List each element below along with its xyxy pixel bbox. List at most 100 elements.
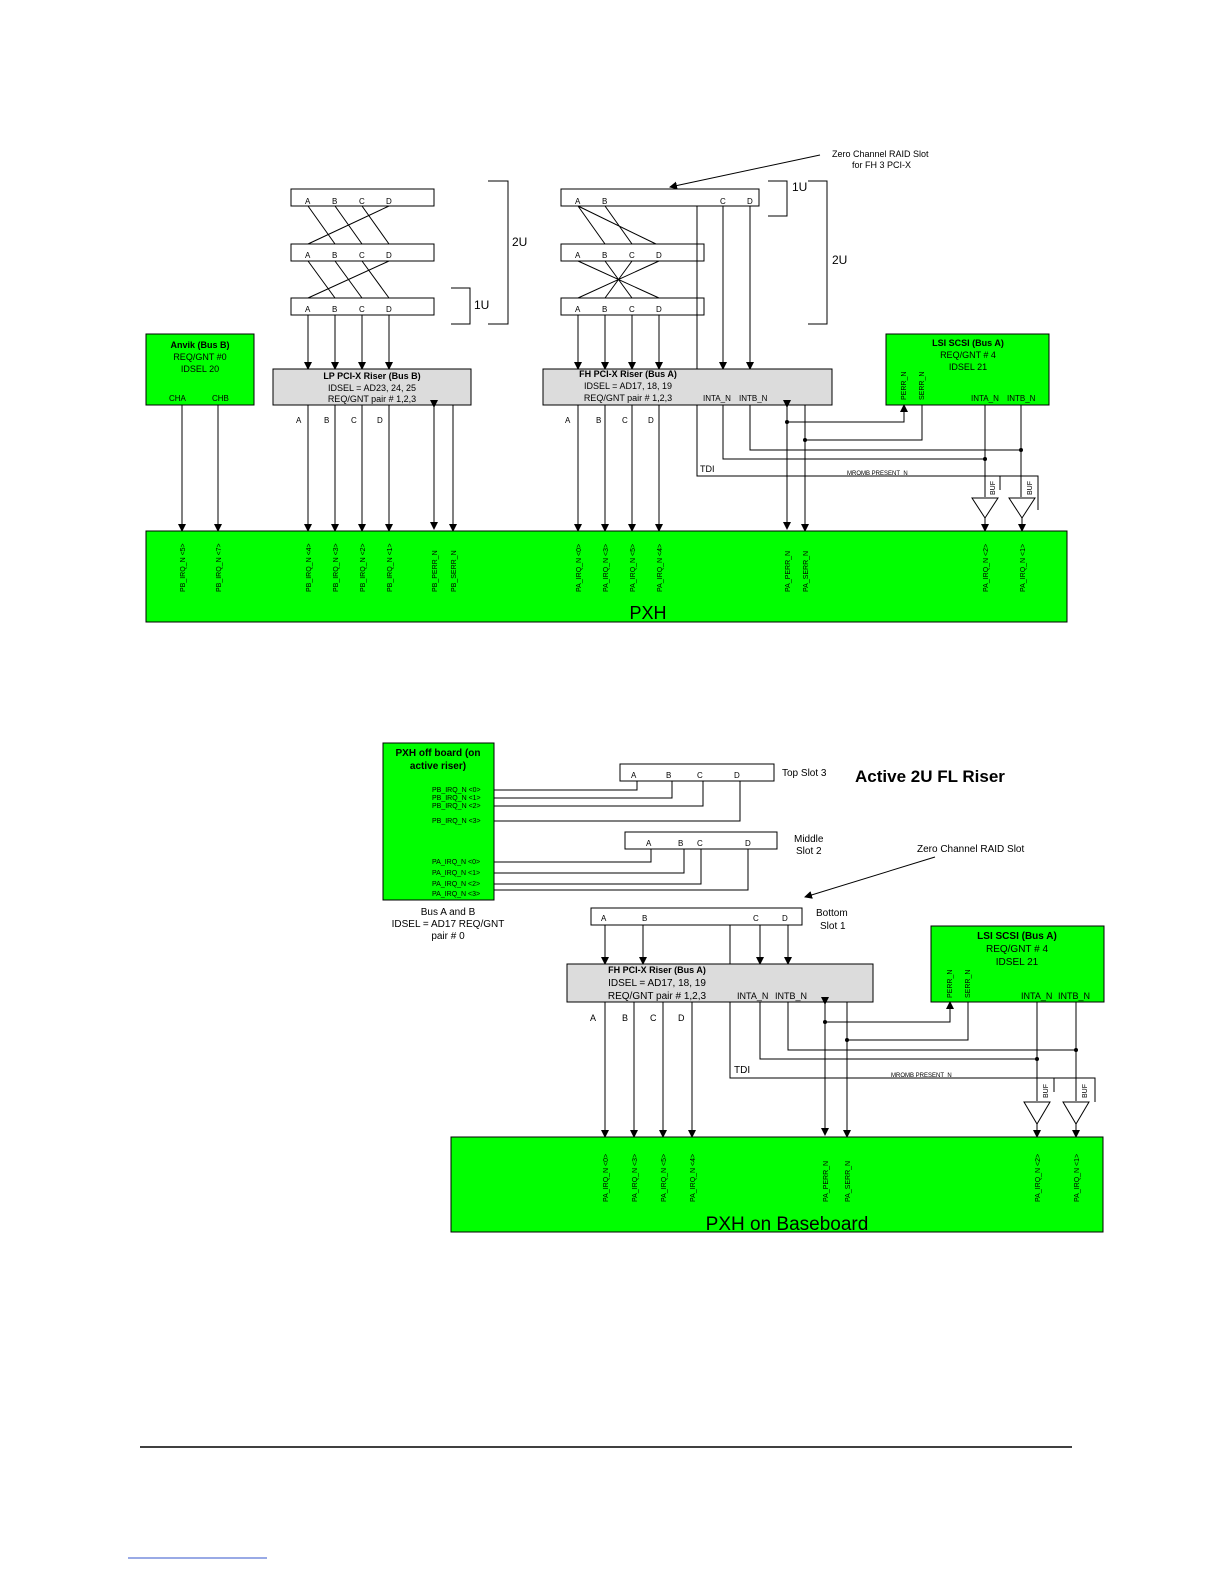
pxh-pin-label: PA_IRQ_N <0> (603, 1154, 610, 1202)
irq-rotation-wires (307, 260, 390, 299)
slot-pin-label: D (386, 197, 392, 206)
junction (1074, 1048, 1078, 1052)
slot-pin-label: D (386, 305, 392, 314)
brace-2u-right (808, 180, 828, 325)
pxh-offboard-pin: PA_IRQ_N <3> (432, 891, 480, 898)
anvik-block (145, 333, 255, 406)
lsi-line: REQ/GNT # 4 (986, 944, 1048, 955)
slot-pin-label: A (575, 305, 581, 314)
junction (785, 420, 789, 424)
slot-pin-label: B (602, 305, 607, 314)
lsi-intb: INTB_N (1007, 394, 1036, 403)
wire (494, 781, 673, 799)
brace-2u-left (488, 180, 509, 325)
pxh-offboard-title: active riser) (410, 761, 466, 772)
buffer-symbol (1023, 1101, 1051, 1125)
brace-1u-right (768, 180, 788, 217)
pxh-baseboard-title: PXH on Baseboard (706, 1214, 869, 1235)
lp-slot-stack: A B C D A B C D A B C D (290, 188, 435, 370)
pxh-pin-label: PB_PERR_N (432, 550, 439, 592)
lsi-line: IDSEL 21 (949, 362, 987, 372)
brace-1u-right-label: 1U (792, 180, 807, 194)
slot-pin-label: D (656, 251, 662, 260)
lsi-title: LSI SCSI (Bus A) (932, 338, 1004, 348)
buffer-symbol (1062, 1101, 1090, 1125)
slot-pin-label: A (305, 197, 311, 206)
tdi-wire (696, 206, 1039, 510)
fh-riser-line: REQ/GNT pair # 1,2,3 (608, 991, 707, 1002)
bus-note: Bus A and B (421, 907, 476, 918)
wire (494, 849, 652, 863)
tdi-label: TDI (700, 464, 715, 474)
fh-riser-line: REQ/GNT pair # 1,2,3 (584, 393, 672, 403)
junction (1035, 1057, 1039, 1061)
middle-slot-label: Slot 2 (796, 846, 822, 857)
pxh-pin-label: PA_PERR_N (785, 551, 792, 592)
pxh-pin-label: PA_IRQ_N <2> (983, 544, 990, 592)
pxh-pin-label: PA_IRQ_N <4> (690, 1154, 697, 1202)
pxh-pin-label: PA_IRQ_N <5> (661, 1154, 668, 1202)
irq-rotation-wires (307, 205, 390, 245)
slot-pin-label: A (601, 914, 607, 923)
slot-pin-label: B (678, 839, 683, 848)
pxh-offboard-pin: PB_IRQ_N <1> (432, 795, 481, 802)
tdi-label: TDI (734, 1065, 750, 1076)
wire (494, 849, 685, 874)
slot-pin-label: C (629, 251, 635, 260)
pxh-offboard-pin: PB_IRQ_N <2> (432, 803, 481, 810)
brace-1u-left-label: 1U (474, 298, 489, 312)
bottom-slot-label: Bottom (816, 908, 848, 919)
anvik-line: REQ/GNT #0 (173, 352, 226, 362)
pxh-pin-label: PA_SERR_N (803, 551, 810, 592)
zcr-note: Zero Channel RAID Slot (917, 844, 1024, 855)
pxh-title: PXH (629, 603, 666, 623)
inta-wire (722, 405, 985, 460)
intb-wire (749, 405, 1021, 451)
mromb-label: MROMB PRESENT_N (847, 471, 908, 477)
irq-rotation-wires (577, 260, 660, 299)
lsi-scsi-block (930, 925, 1105, 1003)
middle-slot-label: Middle (794, 834, 824, 845)
pxh-offboard-block (382, 742, 495, 901)
slot-pin-label: C (720, 197, 726, 206)
diagram-2: Active 2U FL Riser PXH off board (on act… (382, 742, 1105, 1235)
fh-riser-block (566, 963, 874, 1003)
lsi-line: IDSEL 21 (996, 957, 1039, 968)
pxh-pin-label: PA_IRQ_N <4> (657, 544, 664, 592)
pxh-pin-label: PA_IRQ_N <0> (576, 544, 583, 592)
bus-note: IDSEL = AD17 REQ/GNT (392, 919, 505, 930)
riser-out-label: C (650, 1013, 657, 1023)
fh-slot-middle (560, 243, 705, 262)
serr-wire (847, 1002, 969, 1041)
pxh-pin-label: PA_PERR_N (823, 1161, 830, 1202)
lp-riser-title: LP PCI-X Riser (Bus B) (323, 371, 420, 381)
lsi-perr: PERR_N (901, 372, 908, 400)
slot-pin-label: C (359, 305, 365, 314)
lsi-perr: PERR_N (947, 970, 954, 998)
pxh-offboard-pin: PB_IRQ_N <0> (432, 787, 481, 794)
fh-riser-inta: INTA_N (737, 991, 768, 1001)
pxh-offboard-pin: PA_IRQ_N <0> (432, 859, 480, 866)
slot-pin-label: B (602, 251, 607, 260)
slot-pin-label: C (359, 197, 365, 206)
slot-pin-label: D (747, 197, 753, 206)
slot-pin-label: C (697, 839, 703, 848)
inta-wire (759, 1002, 1037, 1060)
mromb-label: MROMB PRESENT_N (891, 1073, 952, 1079)
slot-pin-label: B (332, 251, 337, 260)
bottom-slot-label: Slot 1 (820, 921, 846, 932)
fh-riser-line: IDSEL = AD17, 18, 19 (608, 978, 706, 989)
lp-riser-block (272, 368, 472, 406)
lsi-inta: INTA_N (971, 394, 999, 403)
diagram-1: A B C D A B C D A B C D 2U (145, 149, 1068, 623)
slot-pin-label: A (646, 839, 652, 848)
riser-out-label: D (377, 416, 383, 425)
pxh-offboard-pin: PA_IRQ_N <2> (432, 881, 480, 888)
fh-slot-top-zcr (560, 188, 760, 207)
riser-out-label: D (648, 416, 654, 425)
lsi-line: REQ/GNT # 4 (940, 350, 996, 360)
pxh-pin-label: PA_SERR_N (845, 1161, 852, 1202)
buffer-label: BUF (1082, 1084, 1089, 1098)
bus-note: pair # 0 (431, 931, 465, 942)
top-slot-label: Top Slot 3 (782, 768, 827, 779)
